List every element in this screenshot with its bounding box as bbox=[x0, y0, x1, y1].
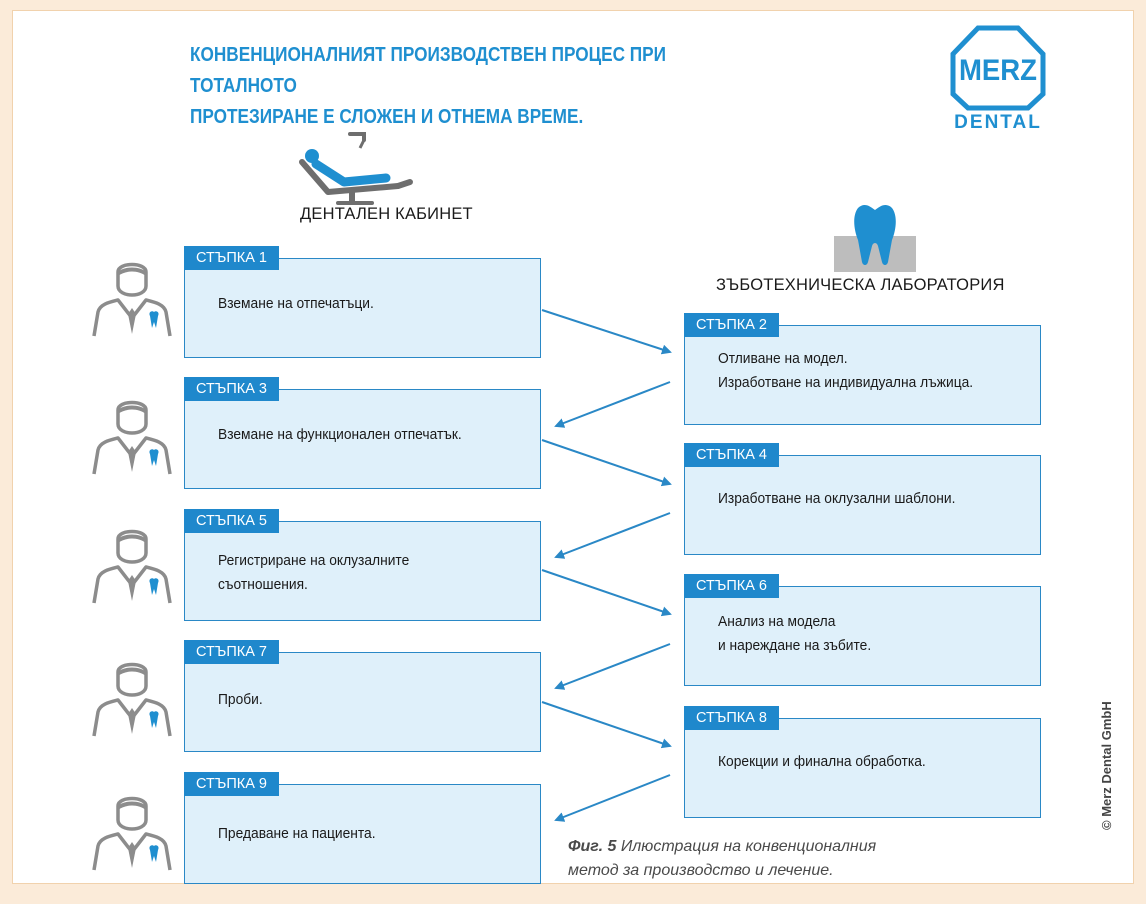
step-box bbox=[184, 652, 541, 752]
heading-line-2: ПРОТЕЗИРАНЕ Е СЛОЖЕН И ОТНЕМА ВРЕМЕ. bbox=[190, 106, 584, 128]
caption-label: Фиг. 5 bbox=[568, 838, 617, 855]
step-box bbox=[184, 521, 541, 621]
lab-column-title: ЗЪБОТЕХНИЧЕСКА ЛАБОРАТОРИЯ bbox=[716, 276, 1005, 294]
dentist-icon bbox=[92, 662, 172, 737]
dentist-icon bbox=[92, 529, 172, 604]
step-label: СТЪПКА 5 bbox=[184, 509, 279, 533]
dentist-icon bbox=[92, 796, 172, 871]
step-text-line-1: Отливане на модел. bbox=[718, 350, 848, 367]
step-label: СТЪПКА 1 bbox=[184, 246, 279, 270]
step-text-line-1: Регистриране на оклузалните bbox=[218, 552, 410, 569]
figure-heading: КОНВЕНЦИОНАЛНИЯТ ПРОИЗВОДСТВЕН ПРОЦЕС ПР… bbox=[190, 40, 758, 133]
step-box bbox=[684, 455, 1041, 555]
dental-chair-icon bbox=[299, 132, 413, 205]
step-text-line-1: Изработване на оклузални шаблони. bbox=[718, 490, 956, 507]
step-label: СТЪПКА 8 bbox=[684, 706, 779, 730]
step-box bbox=[684, 586, 1041, 686]
figure-caption: Фиг. 5 Илюстрация на конвенционалния мет… bbox=[568, 835, 878, 883]
logo-merz-text: MERZ bbox=[959, 54, 1037, 87]
dentist-icon bbox=[92, 400, 172, 475]
copyright-notice: © Merz Dental GmbH bbox=[1099, 701, 1114, 830]
step-box bbox=[184, 389, 541, 489]
step-label: СТЪПКА 7 bbox=[184, 640, 279, 664]
step-text-line-2: и нареждане на зъбите. bbox=[718, 637, 872, 654]
step-label: СТЪПКА 2 bbox=[684, 313, 779, 337]
step-box bbox=[184, 784, 541, 884]
step-text-line-1: Корекции и финална обработка. bbox=[718, 753, 926, 770]
step-text-line-2: съотношения. bbox=[218, 576, 308, 593]
step-text-line-1: Предаване на пациента. bbox=[218, 825, 376, 842]
logo-dental-text: DENTAL bbox=[954, 112, 1042, 133]
caption-text: Илюстрация на конвенционалния метод за п… bbox=[568, 838, 877, 879]
dentist-icon bbox=[92, 262, 172, 337]
clinic-column-title: ДЕНТАЛЕН КАБИНЕТ bbox=[300, 205, 473, 223]
step-label: СТЪПКА 6 bbox=[684, 574, 779, 598]
step-box bbox=[184, 258, 541, 358]
step-box bbox=[684, 325, 1041, 425]
step-text-line-1: Вземане на функционален отпечатък. bbox=[218, 426, 462, 443]
step-text-line-2: Изработване на индивидуална лъжица. bbox=[718, 374, 974, 391]
step-label: СТЪПКА 9 bbox=[184, 772, 279, 796]
heading-line-1: КОНВЕНЦИОНАЛНИЯТ ПРОИЗВОДСТВЕН ПРОЦЕС ПР… bbox=[190, 44, 667, 97]
step-label: СТЪПКА 3 bbox=[184, 377, 279, 401]
step-text-line-1: Проби. bbox=[218, 691, 263, 708]
step-box bbox=[684, 718, 1041, 818]
merz-dental-logo: MERZ DENTAL bbox=[950, 25, 1046, 133]
step-text-line-1: Анализ на модела bbox=[718, 613, 836, 630]
step-text-line-1: Вземане на отпечатъци. bbox=[218, 295, 374, 312]
tooth-icon bbox=[834, 204, 916, 272]
step-label: СТЪПКА 4 bbox=[684, 443, 779, 467]
